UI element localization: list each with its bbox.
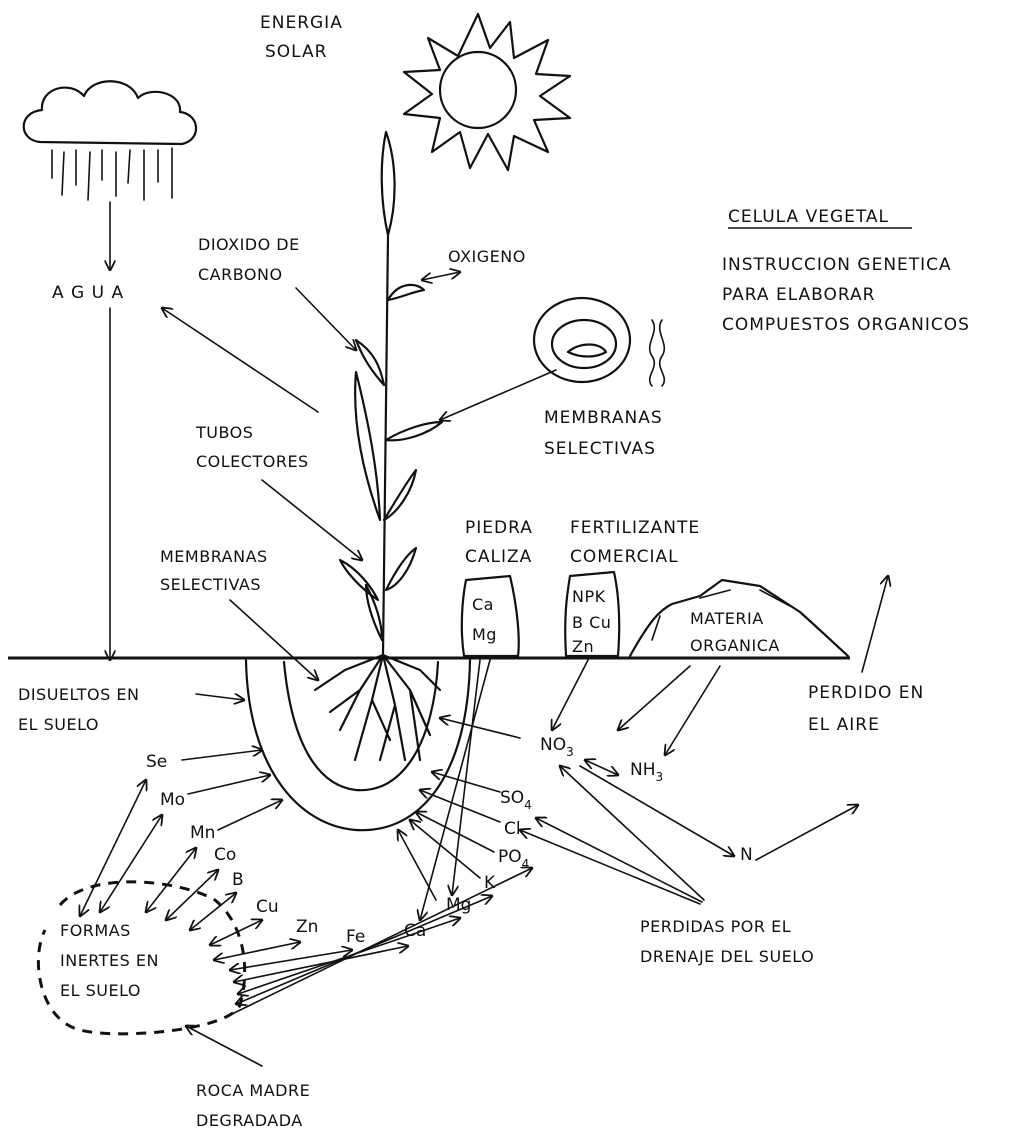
- nutrient-b: B: [232, 870, 244, 890]
- materia-label-1: MATERIA: [690, 609, 764, 628]
- nutrient-n: N: [740, 845, 753, 865]
- piedra-label-2: CALIZA: [465, 547, 532, 567]
- svg-text:NPK: NPK: [572, 587, 606, 606]
- membranas-low-label-2: SELECTIVAS: [160, 575, 261, 594]
- nutrient-po4: PO4: [498, 847, 529, 871]
- membranas-low-label-1: MEMBRANAS: [160, 547, 268, 566]
- nutrient-no3: NO3: [540, 735, 574, 759]
- dioxido-label-1: DIOXIDO DE: [198, 235, 300, 254]
- materia-label-2: ORGANICA: [690, 636, 780, 655]
- membranas-top-label-2: SELECTIVAS: [544, 439, 656, 459]
- nutrient-cu: Cu: [256, 897, 279, 917]
- roca-label-1: ROCA MADRE: [196, 1081, 310, 1100]
- perdidas-label-2: DRENAJE DEL SUELO: [640, 947, 814, 966]
- dna-icon: [650, 320, 665, 386]
- celula-title: CELULA VEGETAL: [728, 207, 889, 227]
- fertilizer-bag-icon: NPK B Cu Zn: [565, 572, 619, 656]
- celula-line-2: PARA ELABORAR: [722, 285, 876, 305]
- fertilizante-label-1: FERTILIZANTE: [570, 518, 700, 538]
- nutrient-cl: Cl: [504, 819, 521, 839]
- agua-label: A G U A: [52, 283, 124, 303]
- tubos-label-1: TUBOS: [195, 423, 253, 442]
- nutrient-nh3: NH3: [630, 760, 663, 784]
- nutrient-mg: Mg: [446, 895, 471, 915]
- perdido-label-2: EL AIRE: [808, 715, 880, 735]
- piedra-label-1: PIEDRA: [465, 518, 533, 538]
- tubos-label-2: COLECTORES: [196, 452, 309, 471]
- nutrient-mo: Mo: [160, 790, 185, 810]
- fertilizante-label-2: COMERCIAL: [570, 547, 679, 567]
- svg-text:B Cu: B Cu: [572, 613, 611, 632]
- sun-icon: [404, 14, 570, 170]
- dioxido-label-2: CARBONO: [198, 265, 283, 284]
- disueltos-label-2: EL SUELO: [18, 715, 99, 734]
- nutrient-mn: Mn: [190, 823, 215, 843]
- formas-label-3: EL SUELO: [60, 981, 141, 1000]
- nutrient-so4: SO4: [500, 788, 532, 812]
- nutrient-se: Se: [146, 752, 167, 772]
- celula-line-1: INSTRUCCION GENETICA: [722, 255, 952, 275]
- svg-text:Ca: Ca: [472, 595, 494, 614]
- celula-line-3: COMPUESTOS ORGANICOS: [722, 315, 970, 335]
- nutrient-zn: Zn: [296, 917, 318, 937]
- energia-label: ENERGIA: [260, 13, 343, 33]
- rain-cloud-icon: [24, 81, 196, 200]
- plant-drawing: [315, 132, 442, 760]
- plant-cell-drawing: [534, 298, 664, 386]
- roca-label-2: DEGRADADA: [196, 1111, 303, 1130]
- formas-label-2: INERTES EN: [60, 951, 159, 970]
- oxigeno-label: OXIGENO: [448, 247, 526, 266]
- solar-label: SOLAR: [265, 42, 327, 62]
- perdidas-label-1: PERDIDAS POR EL: [640, 917, 791, 936]
- limestone-bag-icon: Ca Mg: [462, 576, 519, 656]
- formas-label-1: FORMAS: [60, 921, 131, 940]
- perdido-label-1: PERDIDO EN: [808, 683, 924, 703]
- membranas-top-label-1: MEMBRANAS: [544, 408, 663, 428]
- nutrient-co: Co: [214, 845, 236, 865]
- svg-text:Zn: Zn: [572, 637, 594, 656]
- disueltos-label-1: DISUELTOS EN: [18, 685, 139, 704]
- nutrient-fe: Fe: [346, 927, 365, 947]
- svg-text:Mg: Mg: [472, 625, 497, 644]
